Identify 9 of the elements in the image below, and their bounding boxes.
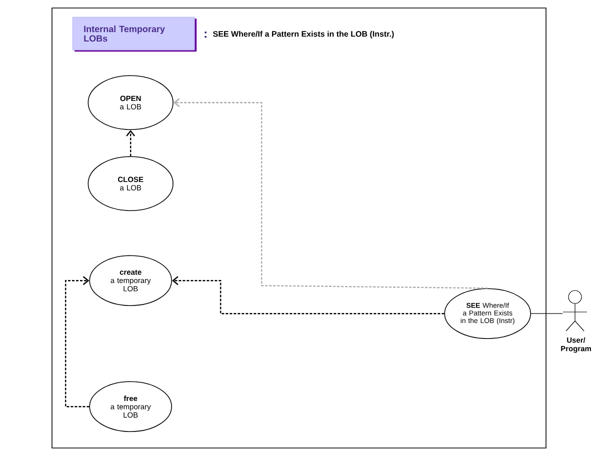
- dependency-arrow: [126, 130, 136, 156]
- title: SEE Where/If a Pattern Exists in the LOB (Instr.): [213, 30, 394, 38]
- system-boundary: [52, 8, 546, 448]
- dependency-arrow: [173, 98, 488, 289]
- dependency-arrow: [172, 276, 444, 314]
- association-line: [530, 313, 563, 314]
- title-tab: Internal Temporary LOBs: [72, 16, 197, 52]
- dependency-arrow: [65, 276, 90, 408]
- actor-drawing: [562, 290, 588, 332]
